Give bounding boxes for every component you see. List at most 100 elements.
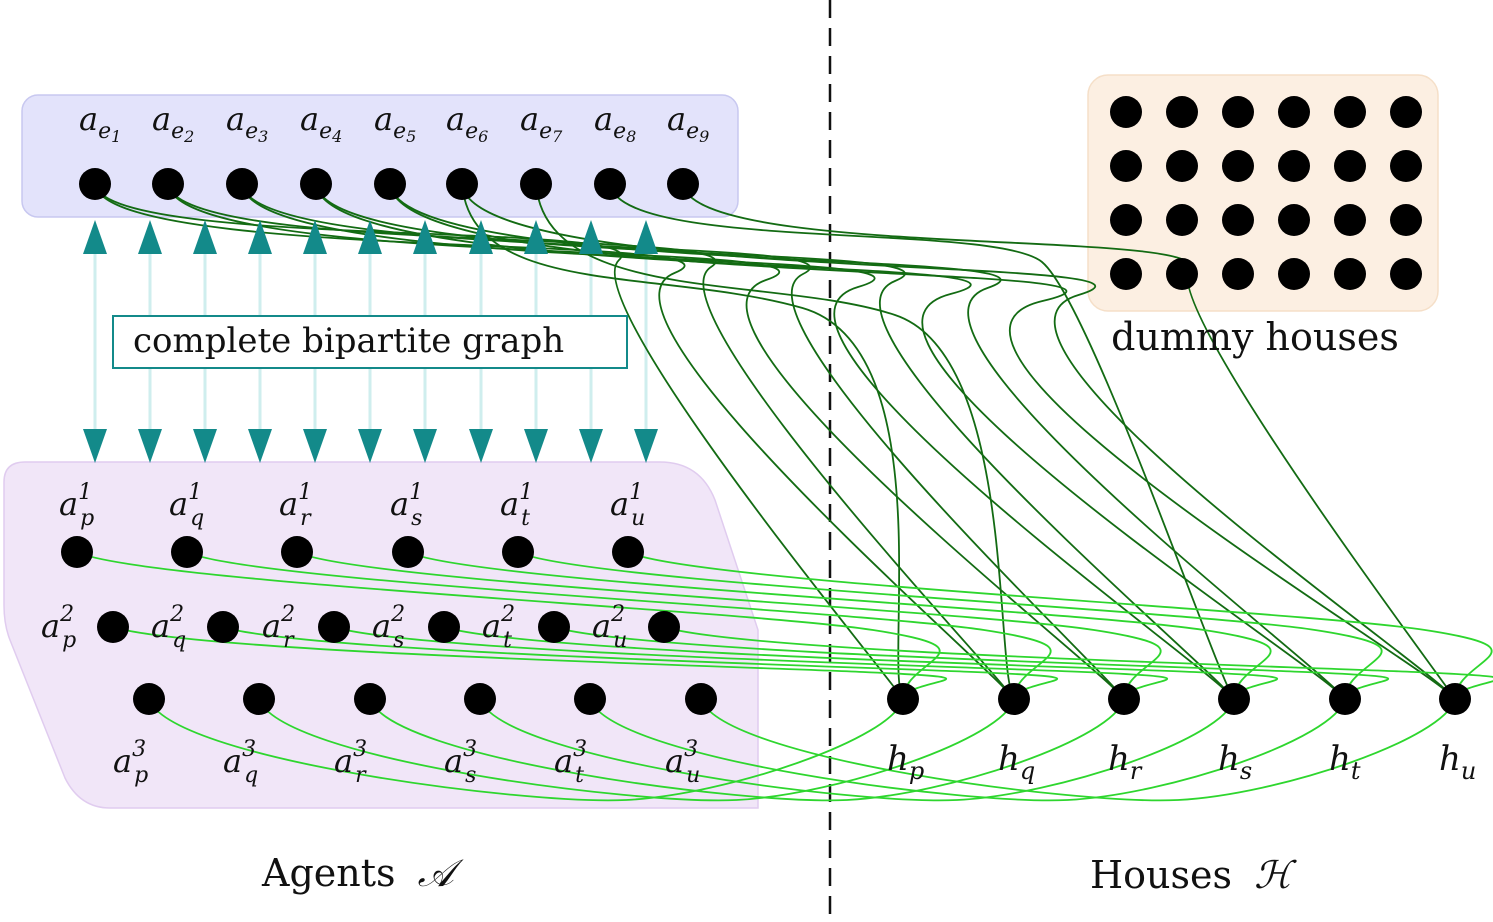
dummy-house-nodes [1110,96,1422,290]
vertex-agent-node [612,536,644,568]
vertex-agent-house-link [443,626,1279,700]
vertex-agent-house-link [112,626,948,700]
vertex-agent-house-link [222,626,1059,700]
edge-agent-house-link [315,183,1235,700]
arrowhead-down [634,429,658,463]
dummy-house-node [1110,258,1142,290]
arrowhead-down [469,429,493,463]
house-label: hq [998,739,1035,785]
bipartite-label-box [112,315,628,369]
dummy-house-node [1166,96,1198,128]
dummy-house-node [1334,258,1366,290]
edge-agent-house-link [609,183,1235,700]
dummy-house-node [1390,150,1422,182]
dummy-houses-region [1087,74,1439,312]
vertex-agent-node [133,683,165,715]
edge-agent-label: ae2 [152,100,194,146]
vertex-agent-house-link [663,626,1493,700]
edge-agents-region [21,94,739,218]
vertex-agent-node [648,611,680,643]
vertex-agent-node [207,611,239,643]
dummy-house-node [1110,96,1142,128]
house-label: hp [887,739,924,785]
edge-agent-label: ae7 [520,100,563,146]
edge-agent-node [520,168,552,200]
edge-agent-house-link [389,183,1346,700]
edge-agent-node [152,168,184,200]
house-node [887,683,919,715]
dummy-house-node [1334,96,1366,128]
dummy-house-node [1110,150,1142,182]
vertex-agent-node [502,536,534,568]
vertex-agent-house-link [700,698,1456,802]
arrowhead-down [83,429,107,463]
edge-agent-house-link [389,183,1456,700]
agents-caption-symbol: 𝒜 [418,851,465,895]
edge-agent-node [374,168,406,200]
arrowhead-up [413,220,437,254]
dummy-house-node [1390,258,1422,290]
edge-agent-label: ae6 [446,100,488,146]
dummy-houses-label: dummy houses [1111,315,1399,359]
edge-agent-node [667,168,699,200]
dummy-house-node [1166,204,1198,236]
edge-agent-node [79,168,111,200]
edge-agent-house-link [94,183,904,700]
houses-caption-symbol: ℋ [1254,853,1297,897]
vertex-agent-house-link [369,698,1125,802]
vertex-agent-node [685,683,717,715]
edge-agent-label: ae8 [594,100,636,146]
vertex-agent-house-link [258,698,1015,802]
edge-agent-to-house-links [94,183,1456,700]
vertex-agent-node [464,683,496,715]
edge-agent-node [594,168,626,200]
arrowhead-down [303,429,327,463]
edge-agent-label: ae5 [374,100,416,146]
bipartite-arrowheads [83,220,658,463]
vertex-agent-house-link [553,626,1390,700]
dummy-house-node [1334,150,1366,182]
arrowhead-down [248,429,272,463]
arrowhead-up [469,220,493,254]
house-label: ht [1329,739,1361,785]
vertex-agent-node [428,611,460,643]
agents-caption-text: Agents [261,851,396,895]
dummy-house-node [1390,204,1422,236]
vertex-agent-house-link [186,551,1052,700]
house-node [1439,683,1471,715]
edge-agent-house-link [167,183,1015,700]
house-node [1329,683,1361,715]
edge-agent-house-link [461,183,1456,700]
vertex-agent-node [354,683,386,715]
edge-agent-node [226,168,258,200]
vertex-agent-house-link [333,626,1169,700]
vertex-agent-house-link [148,698,904,802]
dummy-house-node [1278,258,1310,290]
dummy-house-node [1334,204,1366,236]
arrowhead-up [634,220,658,254]
house-node [1108,683,1140,715]
vertex-agent-node [243,683,275,715]
edge-agent-house-link [241,183,1125,700]
edge-agent-house-link [94,183,1015,700]
arrowhead-up [579,220,603,254]
vertex-agent-house-link [76,551,941,700]
